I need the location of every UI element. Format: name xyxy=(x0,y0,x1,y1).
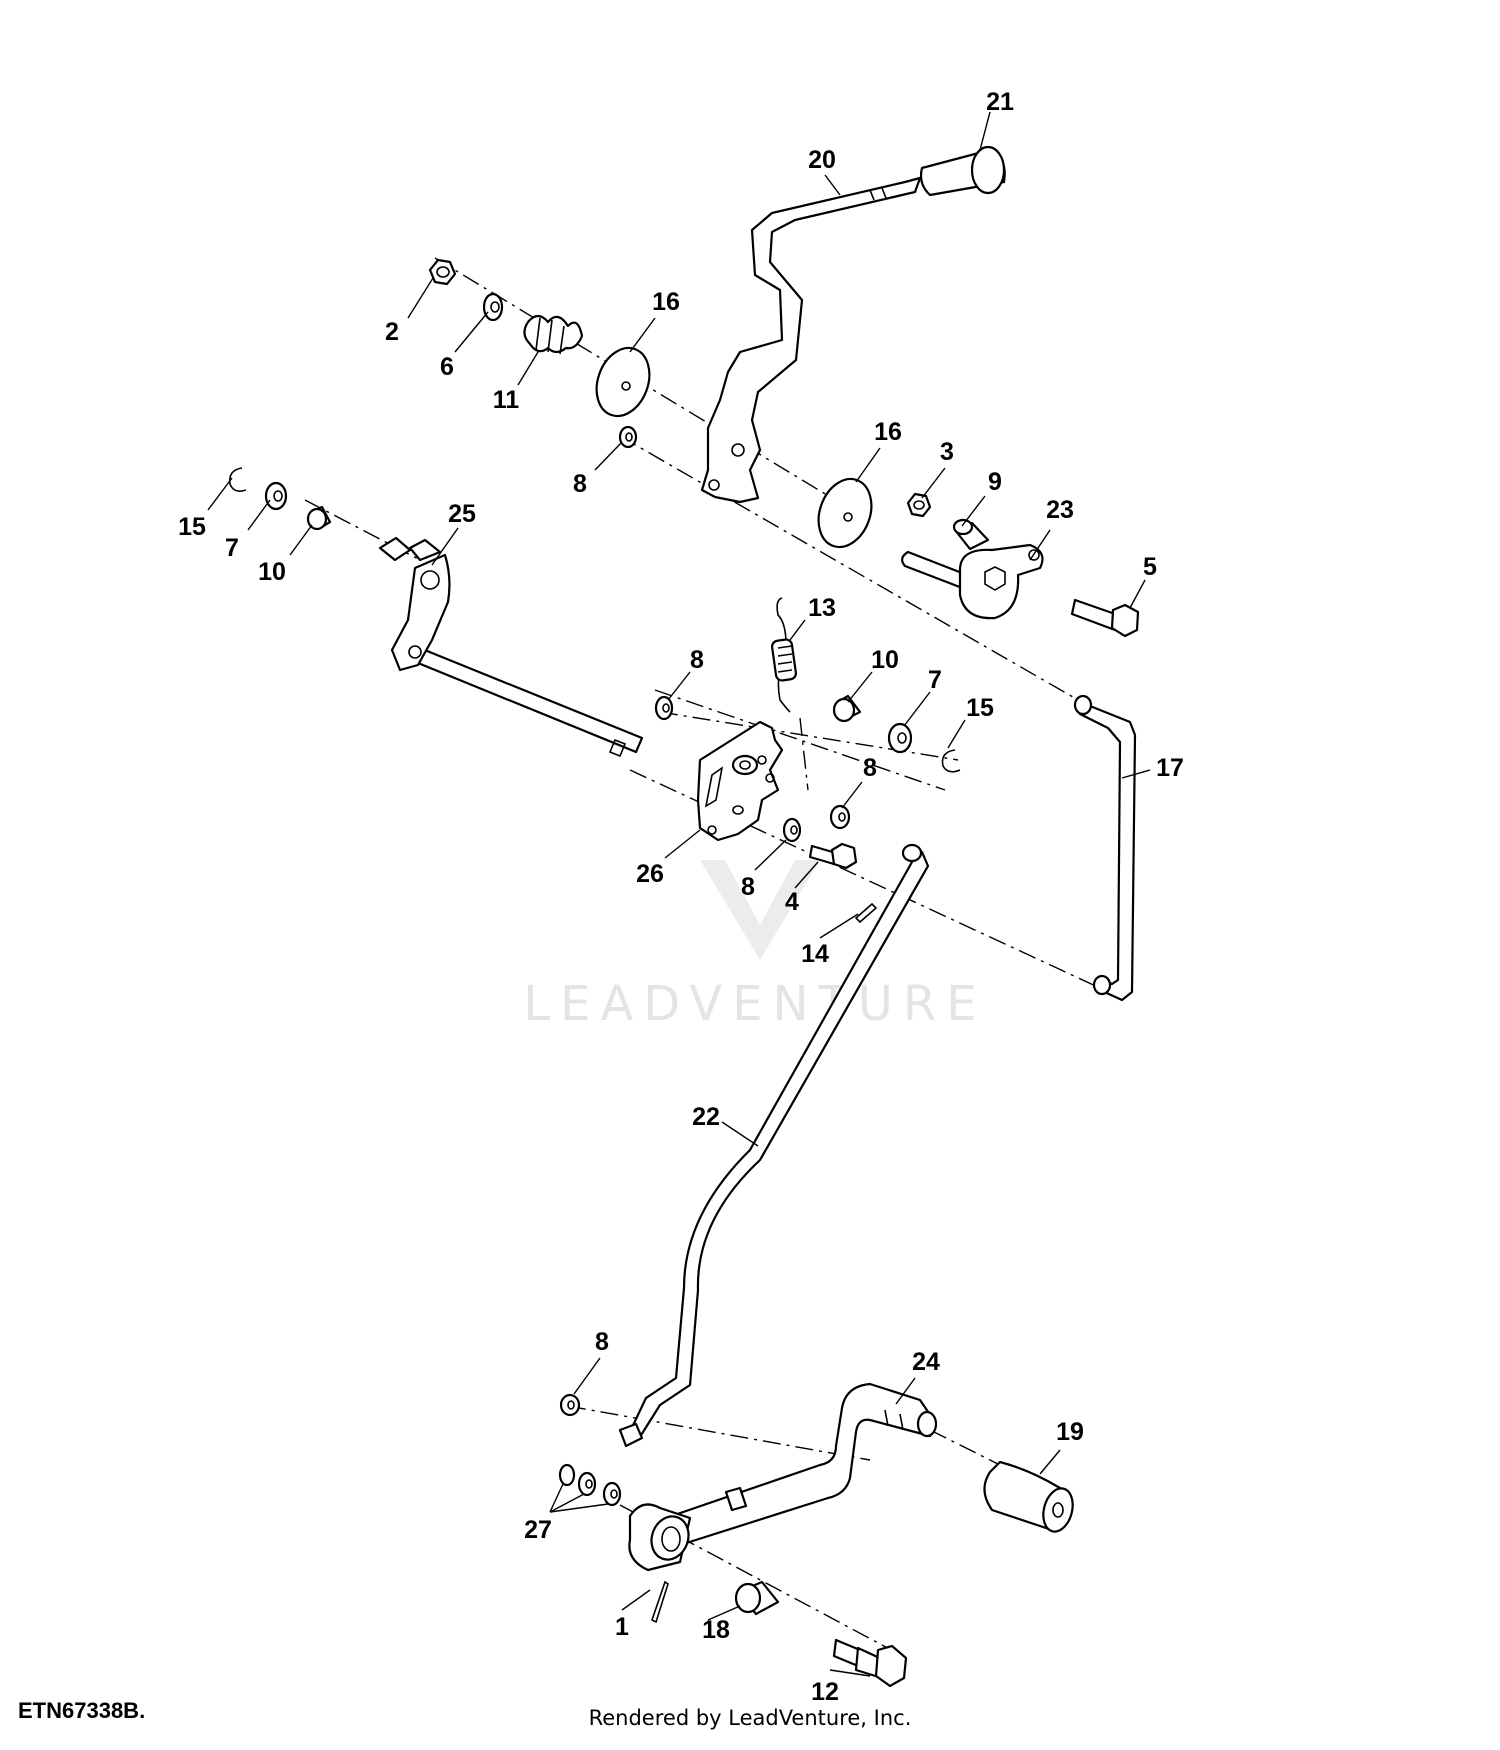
callout-8-e: 8 xyxy=(595,1328,609,1356)
washer-8-a xyxy=(618,425,638,449)
callout-10-left: 10 xyxy=(258,558,286,586)
spring-11 xyxy=(523,314,584,355)
callout-8-d: 8 xyxy=(741,873,755,901)
bushing-10-right xyxy=(832,694,862,723)
callout-22: 22 xyxy=(692,1103,720,1131)
pin-1 xyxy=(651,1580,669,1624)
washer-8-c xyxy=(829,804,851,830)
callout-1: 1 xyxy=(615,1613,629,1641)
nut-3 xyxy=(906,492,932,518)
watermark-text: LEADVENTURE xyxy=(523,976,986,1032)
spacer-9 xyxy=(952,518,990,551)
callout-13: 13 xyxy=(808,594,836,622)
bracket-26 xyxy=(696,720,784,842)
callout-20: 20 xyxy=(808,146,836,174)
nut-2 xyxy=(428,258,457,286)
callout-7-right: 7 xyxy=(928,666,942,694)
callout-9: 9 xyxy=(988,468,1002,496)
callout-26: 26 xyxy=(636,860,664,888)
spring-13 xyxy=(770,597,798,713)
callout-8-a: 8 xyxy=(573,470,587,498)
washer-8-e xyxy=(559,1393,581,1417)
callout-25: 25 xyxy=(448,500,476,528)
figure-id: ETN67338B. xyxy=(18,1698,146,1723)
shaft-25 xyxy=(378,536,644,758)
pivot-23 xyxy=(901,543,1044,620)
callouts: 21 20 2 6 11 16 8 16 3 9 23 5 15 7 10 25… xyxy=(178,88,1184,1706)
callout-8-c: 8 xyxy=(863,754,877,782)
callout-16-upper: 16 xyxy=(652,288,680,316)
washer-7-right xyxy=(887,722,913,754)
lift-lever-20 xyxy=(700,176,922,504)
washer-8-b xyxy=(654,695,674,721)
bushing-18 xyxy=(734,1580,780,1616)
callout-12: 12 xyxy=(811,1678,839,1706)
callout-6: 6 xyxy=(440,353,454,381)
pedal-lever-24 xyxy=(658,1382,938,1547)
clip-15-right xyxy=(941,749,961,773)
callout-3: 3 xyxy=(940,438,954,466)
rod-17 xyxy=(1073,694,1137,1002)
callout-17: 17 xyxy=(1156,754,1184,782)
callout-24: 24 xyxy=(912,1348,940,1376)
callout-27: 27 xyxy=(524,1516,552,1544)
bolt-4 xyxy=(808,842,858,870)
cotter-14 xyxy=(854,902,878,924)
bolt-12 xyxy=(832,1638,908,1688)
callout-14: 14 xyxy=(801,940,829,968)
callout-2: 2 xyxy=(385,318,399,346)
washer-6 xyxy=(482,292,504,322)
callout-19: 19 xyxy=(1056,1418,1084,1446)
callout-18: 18 xyxy=(702,1616,730,1644)
pedal-19 xyxy=(983,1460,1074,1533)
callout-7-left: 7 xyxy=(225,534,239,562)
callout-8-b: 8 xyxy=(690,646,704,674)
washer-7-left xyxy=(264,481,288,511)
callout-15-left: 15 xyxy=(178,513,206,541)
pivot-hub xyxy=(628,1503,692,1572)
render-credit: Rendered by LeadVenture, Inc. xyxy=(588,1706,912,1730)
knob-21 xyxy=(919,145,1006,197)
callout-21: 21 xyxy=(986,88,1014,116)
callout-11: 11 xyxy=(493,386,520,414)
clip-15-left xyxy=(228,467,247,492)
callout-5: 5 xyxy=(1143,553,1157,581)
callout-4: 4 xyxy=(785,888,799,916)
watermark-logo-icon xyxy=(700,860,820,960)
bolt-5 xyxy=(1070,598,1140,638)
callout-10-right: 10 xyxy=(871,646,899,674)
watermark: LEADVENTURE xyxy=(523,860,986,1032)
disc-16-lower xyxy=(817,477,873,549)
callout-16-lower: 16 xyxy=(874,418,902,446)
bushing-10-left xyxy=(306,505,332,531)
disc-16-upper xyxy=(595,346,651,418)
callout-15-right: 15 xyxy=(966,694,994,722)
callout-23: 23 xyxy=(1046,496,1074,524)
rod-22 xyxy=(618,843,930,1448)
washers-27 xyxy=(558,1463,622,1507)
leader-lines xyxy=(207,111,1151,1677)
washer-8-d xyxy=(782,817,802,843)
